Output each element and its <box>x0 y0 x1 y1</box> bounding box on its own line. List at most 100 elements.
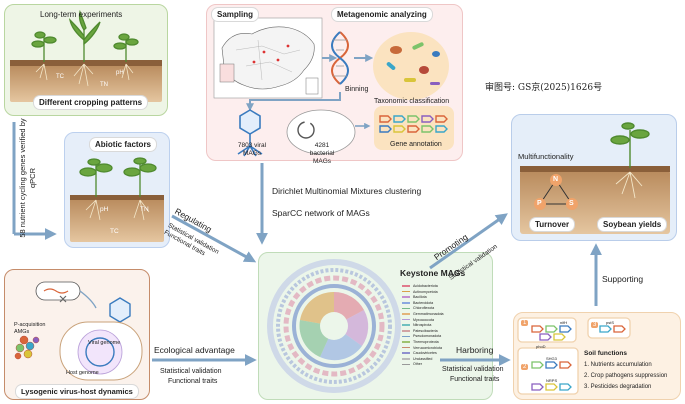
node-p: P <box>537 200 542 207</box>
keystone-legend-item: Bacteroidota <box>402 301 488 307</box>
legend-swatch <box>402 285 410 287</box>
cluster-number-3: 3 <box>591 322 599 328</box>
legend-label: Gemmatimonadota <box>413 311 444 316</box>
dirichlet-label: Dirichlet Multinomial Mixtures clusterin… <box>272 186 422 196</box>
legend-label: Bacteroidota <box>413 300 434 305</box>
harboring-line1: Statistical validation <box>442 366 504 373</box>
legend-swatch <box>402 358 410 360</box>
keystone-legend-item: Thermoproteota <box>402 340 488 346</box>
lysogenic-title: Lysogenic virus-host dynamics <box>16 385 138 398</box>
keystone-legend-item: Caudoviricetes <box>402 351 488 357</box>
soil-label-tn: TN <box>100 82 108 88</box>
multifunctionality-title: Multifunctionality <box>518 152 574 161</box>
legend-swatch <box>402 346 410 349</box>
lysogenic-artwork <box>14 281 143 381</box>
phage-icon <box>237 109 263 157</box>
legend-swatch <box>402 302 410 304</box>
ecological-title: Ecological advantage <box>154 345 235 355</box>
legend-swatch <box>402 352 410 354</box>
taxonomic-icon <box>373 32 449 100</box>
binning-arrow <box>246 92 341 112</box>
node-n: N <box>553 176 559 183</box>
gene-nrps: NRPS <box>546 378 558 383</box>
legend-label: Actinomycetota <box>413 289 438 294</box>
keystone-legend-item: Pseudomonadota <box>402 334 488 340</box>
sparcc-label: SparCC network of MAGs <box>272 208 370 218</box>
legend-swatch <box>402 318 410 321</box>
supporting-label: Supporting <box>602 274 644 284</box>
longterm-field <box>10 9 162 102</box>
dna-icon <box>331 31 349 85</box>
bacteria-icon <box>286 109 356 155</box>
keystone-legend-item: Verrucomicrobiota <box>402 346 488 352</box>
legend-label: Acidobacteriota <box>413 284 438 288</box>
cropping-patterns-label: Different cropping patterns <box>34 96 148 109</box>
metagenomic-title: Metagenomic analyzing <box>332 8 432 21</box>
legend-label: Thermoproteota <box>413 339 439 344</box>
legend-label: Caudoviricetes <box>413 351 437 356</box>
keystone-legend-item: Bacillota <box>402 295 488 301</box>
keystone-legend-item: Nitrospirota <box>402 323 488 329</box>
promoting-arrow <box>429 213 508 270</box>
legend-label: Other <box>413 362 422 367</box>
binning-label: Binning <box>345 86 369 93</box>
legend-label: Pseudomonadota <box>413 334 442 339</box>
gene-psts: pstS <box>606 320 615 325</box>
legend-label: Unclassified <box>413 356 433 361</box>
cluster-number-2: 2 <box>521 364 529 370</box>
harboring-line2: Functional traits <box>450 376 500 383</box>
keystone-legend-item: Myxococcota <box>402 318 488 324</box>
keystone-legend-item: Patescibacteria <box>402 329 488 335</box>
ecological-line1: Statistical validation <box>160 368 222 375</box>
soil-function-1: 1. Nutrients accumulation <box>584 362 652 368</box>
legend-swatch <box>402 290 410 293</box>
legend-swatch <box>402 341 410 343</box>
ecological-line2: Functional traits <box>168 378 218 385</box>
longterm-title: Long-term experiments <box>40 10 123 19</box>
gene-annotation-label: Gene annotation <box>390 141 442 148</box>
abiotic-tn: TN <box>140 206 149 213</box>
keystone-legend-item: Gemmatimonadota <box>402 312 488 318</box>
abiotic-tc: TC <box>110 228 119 235</box>
host-genome-label: Host genome <box>66 370 99 376</box>
taxonomic-label: Taxonomic classification <box>374 98 450 105</box>
legend-label: Bacillota <box>413 295 427 300</box>
legend-swatch <box>402 335 410 338</box>
bacterial-mags-label: 4281 bacterial MAGs <box>309 142 335 165</box>
turnover-label: Turnover <box>530 218 575 231</box>
abiotic-title: Abiotic factors <box>90 138 157 151</box>
legend-label: Patescibacteria <box>413 328 438 333</box>
legend-label: Myxococcota <box>413 317 434 322</box>
legend-label: Verrucomicrobiota <box>413 345 442 350</box>
legend-swatch <box>402 330 410 332</box>
legend-swatch <box>402 307 410 310</box>
legend-label: Nitrospirota <box>413 323 432 328</box>
qpcr-text: 58 nutrient cycling genes verified by qP… <box>18 118 37 238</box>
gene-phod: phoD <box>536 344 546 349</box>
legend-label: Chloroflexota <box>413 306 435 311</box>
soil-function-3: 3. Pesticides degradation <box>584 384 652 390</box>
soil-function-2: 2. Crop pathogens suppression <box>584 373 668 379</box>
sampling-title: Sampling <box>212 8 259 21</box>
approval-number: 审图号: GS京(2025)1626号 <box>485 83 603 93</box>
keystone-circos <box>267 259 401 393</box>
legend-swatch <box>402 313 410 315</box>
keystone-legend-item: Acidobacteriota <box>402 284 488 290</box>
gene-clusters <box>517 317 631 395</box>
gene-shg3: SHG3 <box>546 356 557 361</box>
keystone-legend-item: Unclassified <box>402 357 488 363</box>
keystone-legend-item: Other <box>402 362 488 368</box>
cluster-number-1: 1 <box>521 320 529 326</box>
keystone-title: Keystone MAGs <box>400 268 466 278</box>
abiotic-ph: pH <box>100 206 109 213</box>
legend-swatch <box>402 296 410 298</box>
china-map <box>213 17 323 99</box>
gene-nifh: nifH <box>560 320 568 325</box>
keystone-legend-item: Chloroflexota <box>402 306 488 312</box>
viral-mags-label: 7803 viral MAGs <box>237 142 267 157</box>
soil-label-ph: pH <box>116 70 124 76</box>
keystone-legend-item: Actinomycetota <box>402 290 488 296</box>
soil-functions-title: Soil functions <box>584 350 627 357</box>
viral-genome-label: Viral genome <box>88 340 121 346</box>
